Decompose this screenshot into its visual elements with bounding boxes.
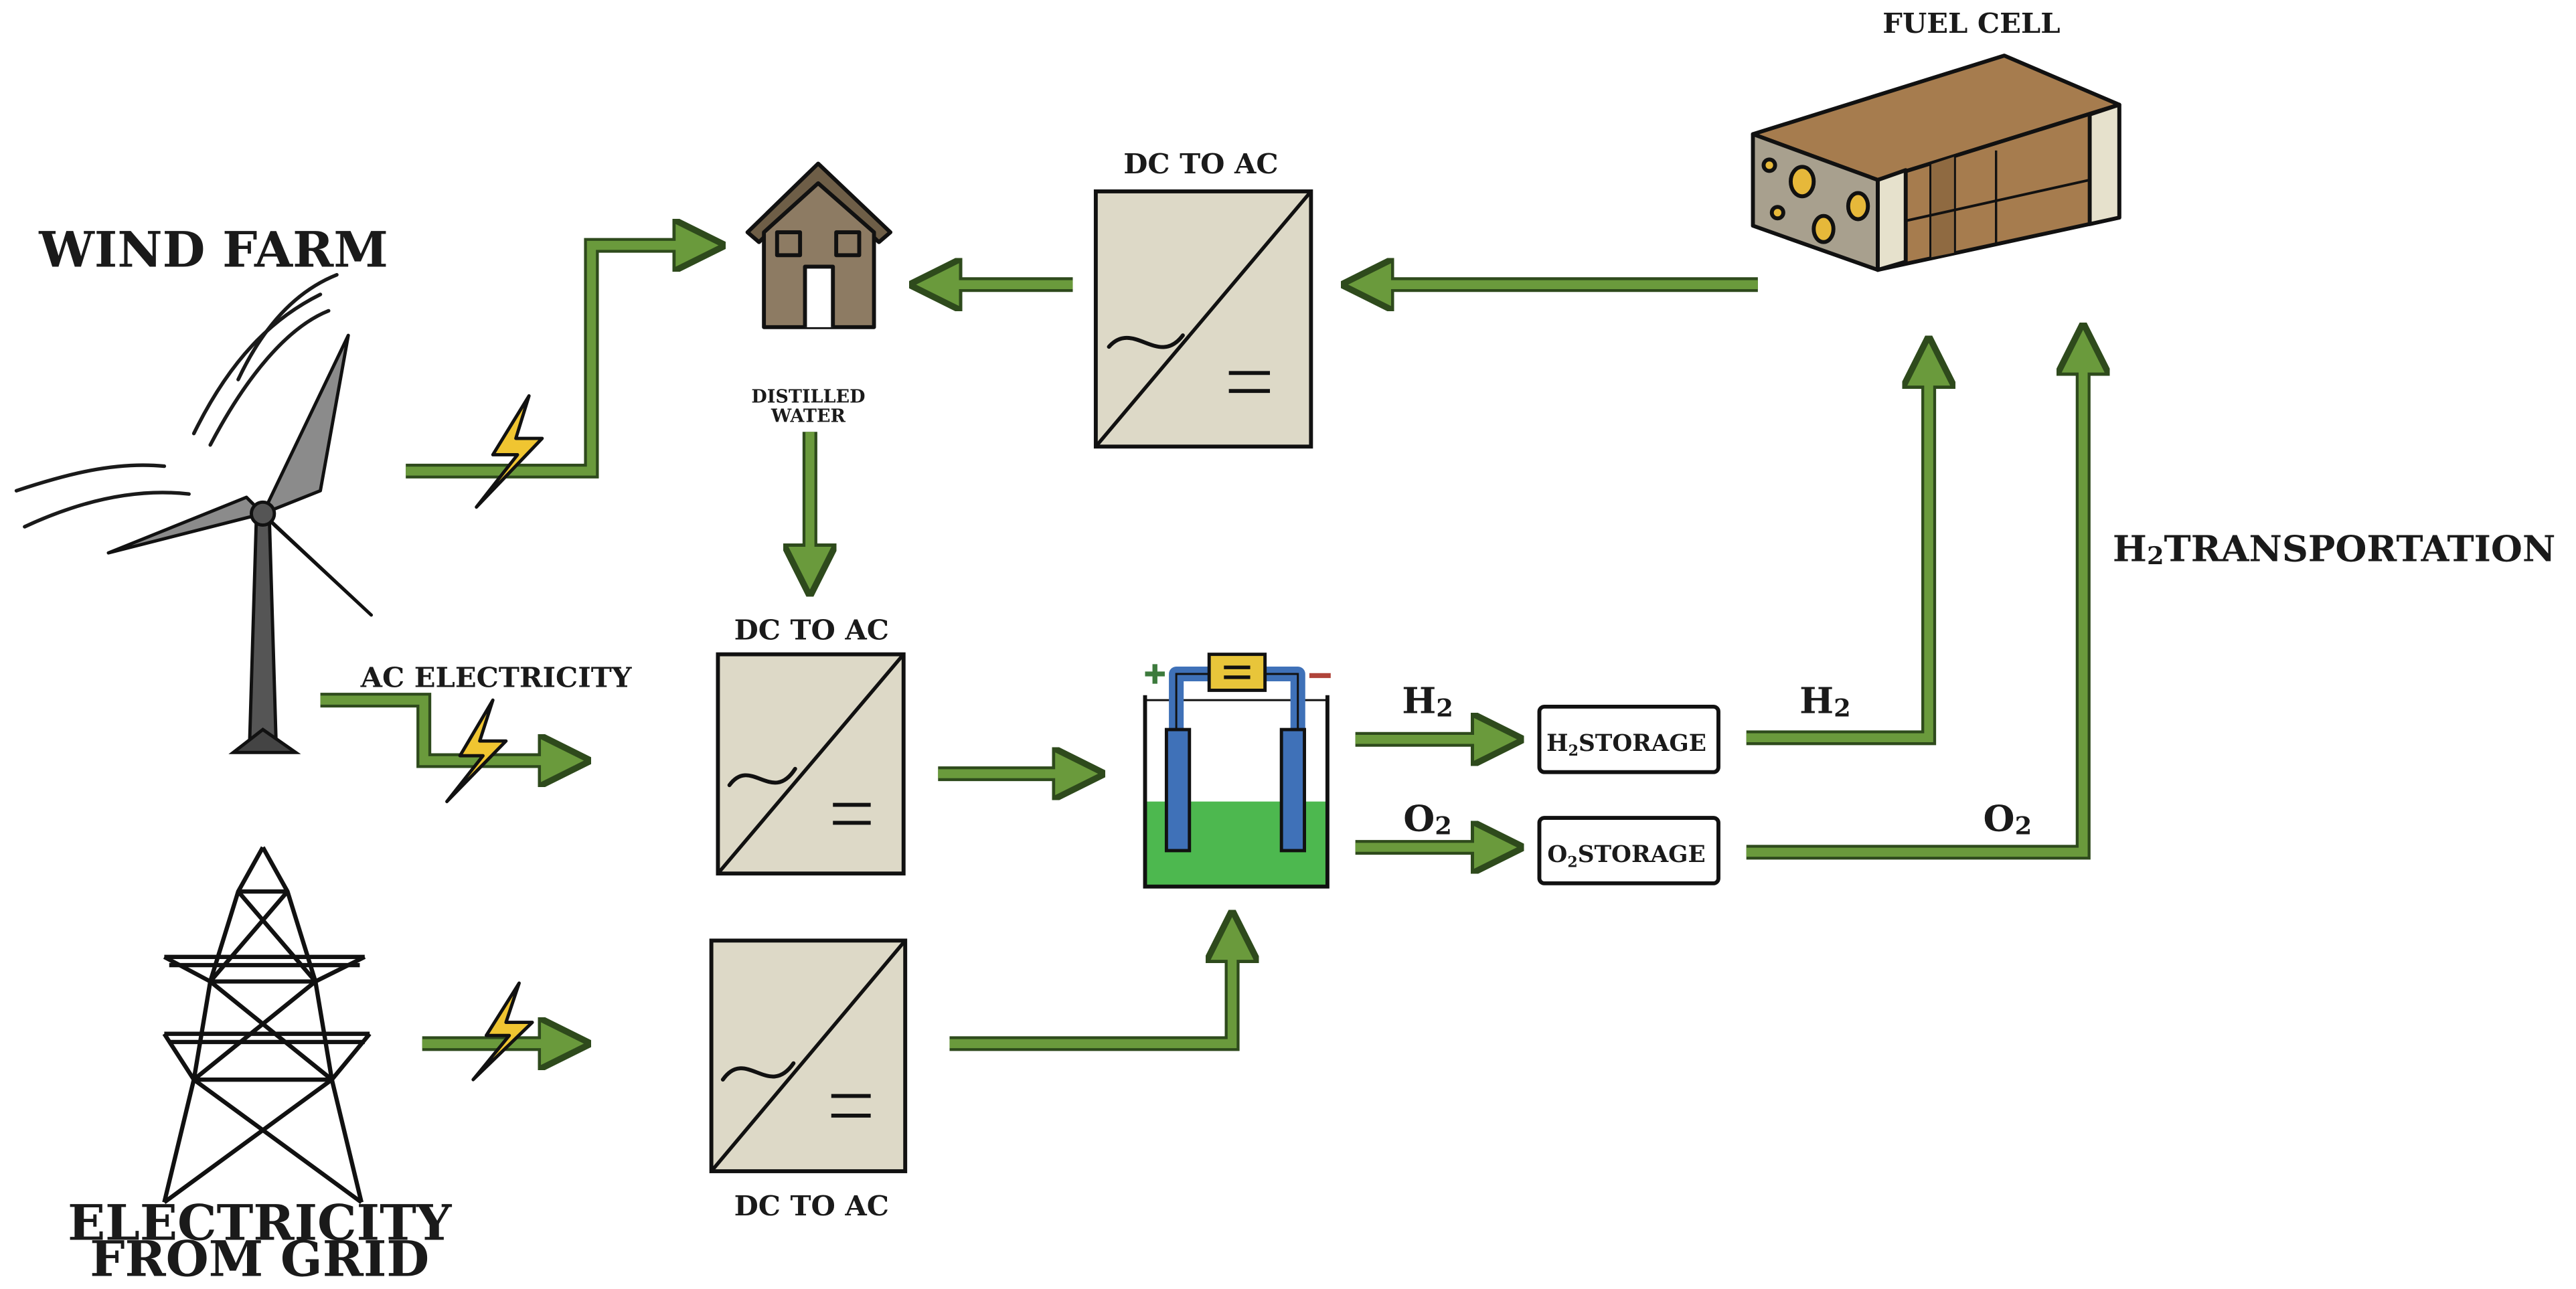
fuel-cell-label: FUEL CELL	[1882, 7, 2060, 39]
h2-to-fuel-cell-label: H2	[1799, 679, 1851, 723]
wind-turbine-icon	[14, 272, 374, 754]
lightning-bolt-icon	[475, 394, 544, 509]
distilled-water-label-line2: WATER	[771, 406, 846, 427]
arrow-wind-to-house	[406, 246, 710, 479]
fuel-cell-icon	[1751, 54, 2121, 272]
arrow-bottom-converter-to-electrolyzer	[949, 926, 1232, 1051]
converter-bottom-label: DC TO AC	[734, 1189, 889, 1222]
h2-transportation-label: H2TRANSPORTATION	[2113, 527, 2555, 570]
ac-electricity-label: AC ELECTRICITY	[360, 661, 633, 694]
o2-to-fuel-cell-label: O2	[1984, 797, 2032, 841]
h2-storage-label: H2STORAGE	[1546, 730, 1706, 760]
o2-storage-box	[1537, 816, 1720, 885]
lightning-bolt-icon	[471, 981, 534, 1082]
lightning-bolt-icon	[445, 698, 508, 804]
converter-mid-label: DC TO AC	[734, 614, 889, 647]
arrow-h2-to-fuel-cell	[1746, 351, 1929, 746]
electrolyzer-icon	[1143, 653, 1331, 889]
grid-label-line2: FROM GRID	[90, 1231, 429, 1288]
grid-label-line1: ELECTRICITY	[68, 1195, 453, 1252]
converter-bottom	[709, 938, 908, 1173]
flow-arrows	[320, 246, 2083, 1051]
o2-storage-label: O2STORAGE	[1547, 841, 1705, 871]
power-pylon-icon	[162, 846, 372, 1205]
h2-storage-box	[1537, 704, 1720, 774]
h2-label: H2	[1402, 679, 1453, 723]
o2-label: O2	[1403, 797, 1452, 841]
house-icon	[745, 161, 893, 329]
wind-farm-label: WIND FARM	[38, 222, 388, 279]
lightning-bolts	[445, 394, 544, 1082]
distilled-water-label-line1: DISTILLED	[751, 386, 865, 407]
converter-top	[1093, 189, 1313, 449]
converter-mid	[716, 652, 906, 876]
converter-top-label: DC TO AC	[1123, 147, 1278, 180]
arrow-o2-to-fuel-cell	[1746, 339, 2083, 860]
arrow-ac-to-converter	[320, 693, 575, 760]
